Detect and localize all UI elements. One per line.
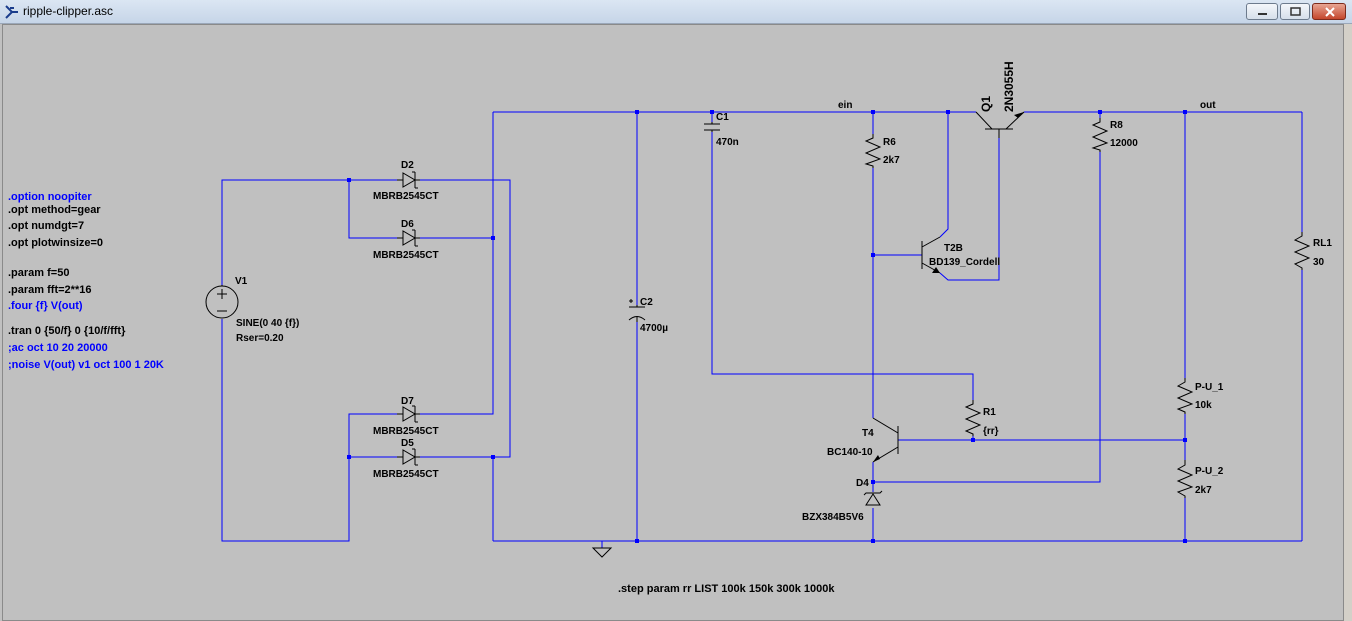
v1-rser: Rser=0.20 [236, 333, 284, 344]
d5-name: D5 [401, 438, 414, 449]
t2b-name: T2B [944, 243, 963, 254]
window-title: ripple-clipper.asc [23, 4, 114, 18]
d6-diode-symbol[interactable] [397, 229, 420, 247]
close-button[interactable] [1312, 3, 1346, 20]
component-labels: V1 SINE(0 40 {f}) Rser=0.20 D2 MBRB2545C… [235, 61, 1332, 523]
r6-name: R6 [883, 137, 896, 148]
r1-name: R1 [983, 407, 996, 418]
d5-value: MBRB2545CT [373, 469, 439, 480]
r1-value: {rr} [983, 426, 999, 437]
q1-name: Q1 [979, 96, 993, 112]
directive-opt-method: .opt method=gear [8, 204, 101, 216]
directive-noise: ;noise V(out) v1 oct 100 1 20K [8, 359, 164, 371]
net-label-out: out [1200, 100, 1216, 111]
c2-name: C2 [640, 297, 653, 308]
v1-name: V1 [235, 276, 248, 287]
t2b-transistor-symbol[interactable] [921, 236, 941, 274]
r1-resistor-symbol[interactable] [964, 400, 982, 436]
directive-opt-plotwinsize: .opt plotwinsize=0 [8, 237, 103, 249]
t4-value: BC140-10 [827, 447, 873, 458]
d4-value: BZX384B5V6 [802, 512, 864, 523]
maximize-button[interactable] [1280, 3, 1310, 20]
net-label-ein: ein [838, 100, 852, 111]
close-icon [1325, 7, 1335, 17]
directive-four: .four {f} V(out) [8, 300, 83, 312]
v1-voltage-source-symbol[interactable] [205, 285, 239, 319]
d7-name: D7 [401, 396, 414, 407]
d7-value: MBRB2545CT [373, 426, 439, 437]
pu1-value: 10k [1195, 400, 1212, 411]
directive-option-noopiter: .option noopiter [8, 191, 92, 203]
directive-param-f: .param f=50 [8, 267, 69, 279]
junctions [347, 110, 1187, 543]
rl1-resistor-symbol[interactable] [1293, 232, 1311, 270]
d2-diode-symbol[interactable] [397, 171, 420, 189]
d6-name: D6 [401, 219, 414, 230]
d4-zener-symbol[interactable] [863, 490, 883, 506]
c1-value: 470n [716, 137, 739, 148]
pu1-potentiometer-symbol[interactable] [1176, 378, 1194, 414]
directive-step-param: .step param rr LIST 100k 150k 300k 1000k [618, 583, 835, 595]
d7-diode-symbol[interactable] [397, 405, 420, 423]
rl1-name: RL1 [1313, 238, 1332, 249]
minimize-button[interactable] [1246, 3, 1278, 20]
c1-name: C1 [716, 112, 729, 123]
pu1-name: P-U_1 [1195, 382, 1224, 393]
pu2-potentiometer-symbol[interactable] [1176, 460, 1194, 498]
ground-symbol[interactable] [591, 547, 613, 558]
minimize-icon [1258, 13, 1267, 15]
directive-tran: .tran 0 {50/f} 0 {10/f/fft} [8, 325, 126, 337]
spice-directives[interactable]: .option noopiter .opt method=gear .opt n… [8, 191, 835, 595]
r6-value: 2k7 [883, 155, 900, 166]
r8-value: 12000 [1110, 138, 1138, 149]
q1-transistor-symbol[interactable] [975, 111, 1025, 138]
c1-capacitor-symbol[interactable] [704, 122, 720, 132]
r6-resistor-symbol[interactable] [864, 134, 882, 168]
ltspice-app-icon [5, 5, 18, 19]
directive-opt-numdgt: .opt numdgt=7 [8, 220, 84, 232]
d5-diode-symbol[interactable] [397, 448, 420, 466]
d2-value: MBRB2545CT [373, 191, 439, 202]
c2-capacitor-symbol[interactable] [628, 299, 646, 322]
wires [221, 111, 1303, 548]
r8-name: R8 [1110, 120, 1123, 131]
d6-value: MBRB2545CT [373, 250, 439, 261]
directive-param-fft: .param fft=2**16 [8, 284, 91, 296]
t2b-value: BD139_Cordell [929, 257, 1000, 268]
c2-value: 4700µ [640, 323, 668, 334]
t4-transistor-symbol[interactable] [872, 417, 899, 463]
v1-value: SINE(0 40 {f}) [236, 318, 299, 329]
rl1-value: 30 [1313, 257, 1325, 268]
pu2-value: 2k7 [1195, 485, 1212, 496]
r8-resistor-symbol[interactable] [1091, 118, 1109, 152]
directive-ac: ;ac oct 10 20 20000 [8, 342, 108, 354]
q1-value: 2N3055H [1002, 61, 1016, 112]
d4-name: D4 [856, 478, 869, 489]
t4-name: T4 [862, 428, 874, 439]
title-bar: ripple-clipper.asc [0, 0, 1352, 24]
d2-name: D2 [401, 160, 414, 171]
vertical-scrollbar[interactable] [1344, 24, 1352, 621]
maximize-icon [1290, 7, 1301, 16]
pu2-name: P-U_2 [1195, 466, 1224, 477]
